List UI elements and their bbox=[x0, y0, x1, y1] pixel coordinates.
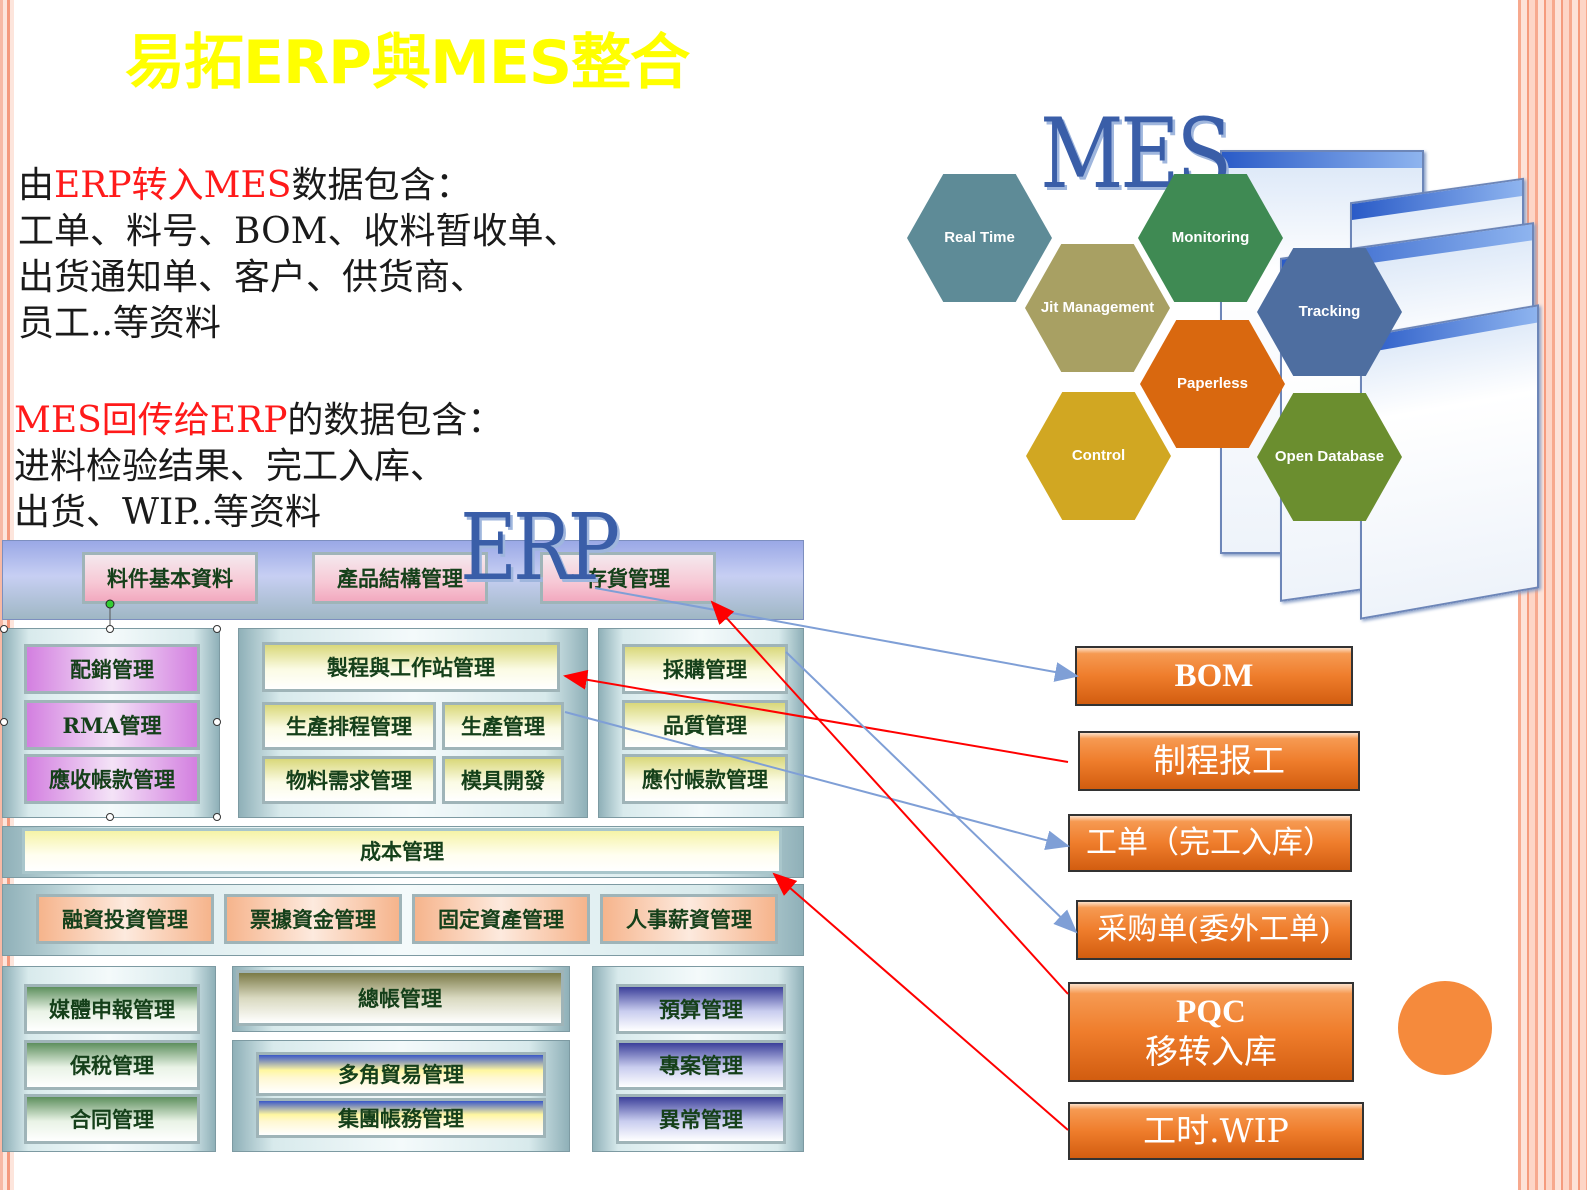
module-mold-development: 模具開發 bbox=[442, 756, 564, 804]
module-financing-investment: 融資投資管理 bbox=[36, 894, 214, 944]
arrow-bom bbox=[594, 587, 1079, 682]
module-budget: 預算管理 bbox=[616, 984, 786, 1034]
module-project: 專案管理 bbox=[616, 1040, 786, 1090]
module-notes-funds: 票據資金管理 bbox=[224, 894, 402, 944]
erp-to-mes-line: 工单、料号、BOM、收料暂收单、 bbox=[18, 211, 580, 252]
erp-to-mes-text: 由ERP转入MES数据包含： 工单、料号、BOM、收料暂收单、 出货通知单、客户… bbox=[18, 163, 580, 347]
module-bonded: 保稅管理 bbox=[24, 1040, 200, 1090]
box-purchase-order: 采购单(委外工单) bbox=[1076, 900, 1352, 960]
right-border-stripe bbox=[1518, 0, 1587, 1190]
decorative-circle bbox=[1398, 981, 1492, 1075]
module-exception: 異常管理 bbox=[616, 1094, 786, 1144]
module-group-accounting: 集團帳務管理 bbox=[256, 1098, 546, 1138]
module-production-scheduling: 生產排程管理 bbox=[262, 702, 436, 750]
module-accounts-receivable: 應收帳款管理 bbox=[24, 754, 200, 804]
module-item-master: 料件基本資料 bbox=[82, 552, 258, 604]
box-work-order: 工单（完工入库） bbox=[1068, 814, 1352, 872]
module-distribution: 配銷管理 bbox=[24, 644, 200, 694]
box-labor-wip: 工时.WIP bbox=[1068, 1102, 1364, 1160]
selection-handles bbox=[0, 599, 221, 821]
mes-to-erp-line: 进料检验结果、完工入库、 bbox=[14, 446, 447, 487]
arrow-work-order bbox=[564, 711, 1070, 850]
arrow-process-report bbox=[563, 669, 1069, 763]
erp-wordmark: ERP bbox=[460, 494, 620, 601]
box-bom: BOM bbox=[1075, 646, 1353, 706]
module-triangular-trade: 多角貿易管理 bbox=[256, 1052, 546, 1096]
module-media-filing: 媒體申報管理 bbox=[24, 984, 200, 1034]
module-purchasing: 採購管理 bbox=[622, 644, 788, 694]
module-process-workstation: 製程與工作站管理 bbox=[262, 642, 560, 692]
module-bom-management: 產品結構管理 bbox=[312, 552, 488, 604]
module-general-ledger: 總帳管理 bbox=[236, 970, 564, 1026]
erp-to-mes-heading: 由ERP转入MES数据包含： bbox=[18, 165, 472, 206]
arrow-labor-wip bbox=[772, 872, 1069, 1131]
module-hr-payroll: 人事薪資管理 bbox=[600, 894, 778, 944]
erp-to-mes-line: 员工..等资料 bbox=[18, 303, 221, 344]
module-production-management: 生產管理 bbox=[442, 702, 564, 750]
module-contract: 合同管理 bbox=[24, 1094, 200, 1144]
module-mrp: 物料需求管理 bbox=[262, 756, 436, 804]
module-cost-management: 成本管理 bbox=[22, 828, 782, 874]
module-inventory-management: 存貨管理 bbox=[540, 552, 716, 604]
module-rma: RMA管理 bbox=[24, 700, 200, 750]
module-accounts-payable: 應付帳款管理 bbox=[622, 754, 788, 804]
mes-to-erp-heading: MES回传给ERP的数据包含： bbox=[14, 400, 504, 441]
erp-to-mes-line: 出货通知单、客户、供货商、 bbox=[18, 257, 487, 298]
arrow-purchase-order bbox=[785, 651, 1078, 934]
mes-to-erp-text: MES回传给ERP的数据包含： 进料检验结果、完工入库、 出货、WIP..等资料 bbox=[14, 398, 503, 536]
box-pqc-transfer: PQC 移转入库 bbox=[1068, 982, 1354, 1082]
box-process-report: 制程报工 bbox=[1078, 731, 1360, 791]
arrow-pqc bbox=[710, 600, 1069, 995]
module-fixed-assets: 固定資產管理 bbox=[412, 894, 590, 944]
page-title: 易拓ERP與MES整合 bbox=[125, 28, 690, 98]
mes-to-erp-line: 出货、WIP..等资料 bbox=[14, 492, 322, 533]
